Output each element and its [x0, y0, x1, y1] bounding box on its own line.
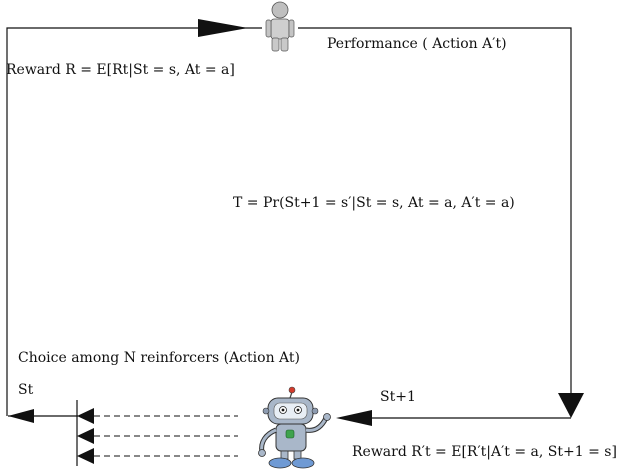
- right-vertical-line: [298, 27, 572, 400]
- reinforcer-arrowhead-2: [77, 428, 94, 444]
- left-vertical-line: [6, 27, 262, 416]
- top-arrowhead: [198, 19, 248, 37]
- st-arrowhead: [8, 409, 34, 423]
- st1-label: St+1: [380, 389, 416, 405]
- reward-bottom-label: Reward R′t = E[R′t|A′t = a, St+1 = s]: [352, 444, 617, 460]
- robot-input-arrowhead: [336, 410, 372, 426]
- reinforcer-arrowhead-3: [77, 448, 94, 464]
- robot-icon: [258, 386, 331, 469]
- performance-label: Performance ( Action A′t): [327, 36, 507, 52]
- choice-label: Choice among N reinforcers (Action At): [18, 350, 300, 366]
- reinforcer-arrowhead-1: [77, 408, 94, 424]
- human-figure-icon: [265, 1, 295, 52]
- transition-label: T = Pr(St+1 = s′|St = s, At = a, A′t = a…: [233, 195, 515, 211]
- reward-top-label: Reward R = E[Rt|St = s, At = a]: [6, 62, 235, 78]
- st-label: St: [18, 382, 34, 398]
- right-arrowhead: [558, 393, 584, 418]
